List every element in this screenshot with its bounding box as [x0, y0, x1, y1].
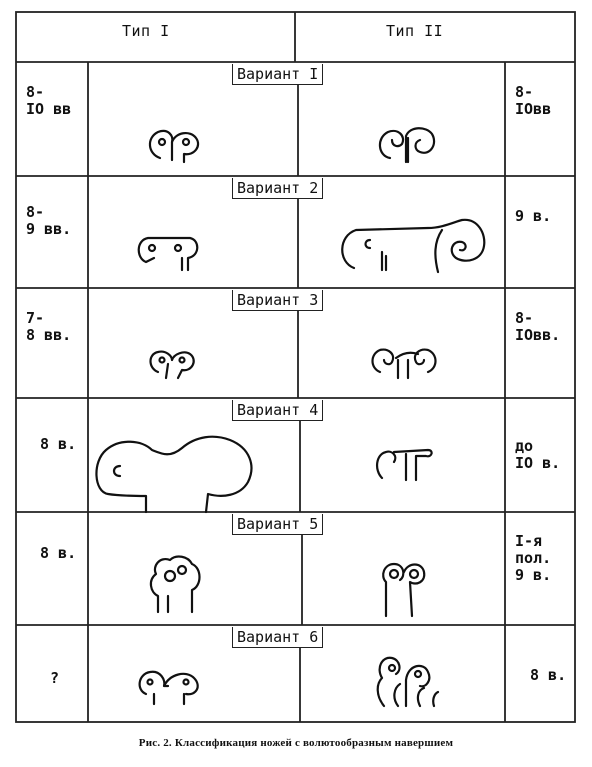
right-date-3: 8- IOвв. [515, 309, 561, 344]
right-date-1: 8- IOвв [515, 83, 552, 118]
left-date-4: 8 в. [40, 435, 77, 453]
left-date-3: 7- 8 вв. [26, 309, 72, 344]
pommel-drawing-r2-t1 [137, 236, 199, 272]
left-date-1: 8- IO вв [26, 83, 72, 118]
variant-label-6: Вариант 6 [232, 627, 324, 648]
pommel-drawing-r2-t2 [341, 218, 486, 274]
left-date-5: 8 в. [40, 544, 77, 562]
pommel-drawing-r1-t2 [378, 127, 436, 164]
right-date-5: I-я пол. 9 в. [515, 532, 552, 584]
variant-label-1: Вариант I [232, 64, 324, 85]
header-type-1: Тип I [122, 22, 170, 40]
variant-label-4: Вариант 4 [232, 400, 324, 421]
pommel-drawing-r4-t2 [376, 448, 433, 482]
pommel-drawing-r4-t1 [95, 435, 253, 514]
pommel-drawing-r6-t1 [138, 670, 199, 706]
figure-caption: Рис. 2. Классификация ножей с волютообра… [138, 737, 454, 749]
variant-label-3: Вариант 3 [232, 290, 324, 311]
pommel-drawing-r3-t2 [371, 348, 437, 380]
pommel-drawing-r6-t2 [376, 656, 440, 708]
right-date-4: до IO в. [515, 437, 561, 472]
pommel-drawing-r5-t2 [382, 562, 426, 618]
right-date-2: 9 в. [515, 207, 552, 225]
right-date-6: 8 в. [530, 666, 567, 684]
left-date-2: 8- 9 вв. [26, 203, 72, 238]
pommel-drawing-r1-t1 [148, 129, 200, 164]
pommel-drawing-r3-t1 [149, 350, 195, 380]
variant-label-5: Вариант 5 [232, 514, 324, 535]
header-type-2: Тип II [386, 22, 444, 40]
pommel-drawing-r5-t1 [149, 555, 201, 614]
variant-label-2: Вариант 2 [232, 178, 324, 199]
left-date-6: ? [50, 669, 60, 687]
